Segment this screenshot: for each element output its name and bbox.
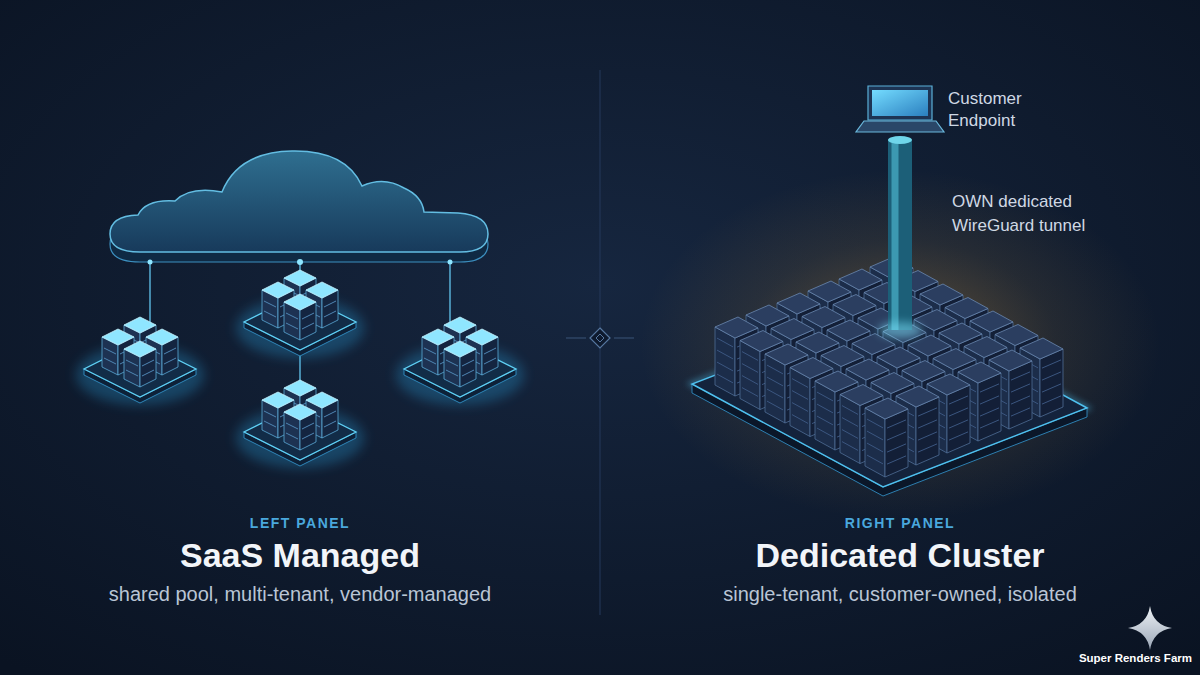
panel-title: Dedicated Cluster [755,535,1044,576]
tunnel-glow [885,140,915,330]
endpoint-node: Customer Endpoint [852,84,1052,140]
panel-title: SaaS Managed [180,535,420,576]
panel-tag: RIGHT PANEL [845,514,955,532]
panel-tag: LEFT PANEL [250,514,350,532]
watermark: Super Renders Farm [1079,652,1192,664]
saas-illustration [76,151,524,468]
laptop-icon [856,86,944,132]
panel-node: LEFT PANEL SaaS Managed shared pool, multi… [60,330,540,610]
tunnel-highlight [892,140,899,330]
edge-label: OWN dedicated WireGuard tunnel [952,190,1102,238]
panel-subtitle: single-tenant, customer-owned, isolated [723,582,1077,606]
endpoint-label: Customer Endpoint [948,84,1048,132]
panel-node: RIGHT PANEL Dedicated Cluster single-tenan… [680,330,1120,610]
watermark-star [1128,606,1172,650]
tunnel-cap [888,136,912,144]
tunnel-connector [878,136,922,338]
panel-subtitle: shared pool, multi-tenant, vendor-manage… [109,582,491,606]
tunnel-base-glow [878,322,922,338]
tunnel-body [888,140,912,330]
